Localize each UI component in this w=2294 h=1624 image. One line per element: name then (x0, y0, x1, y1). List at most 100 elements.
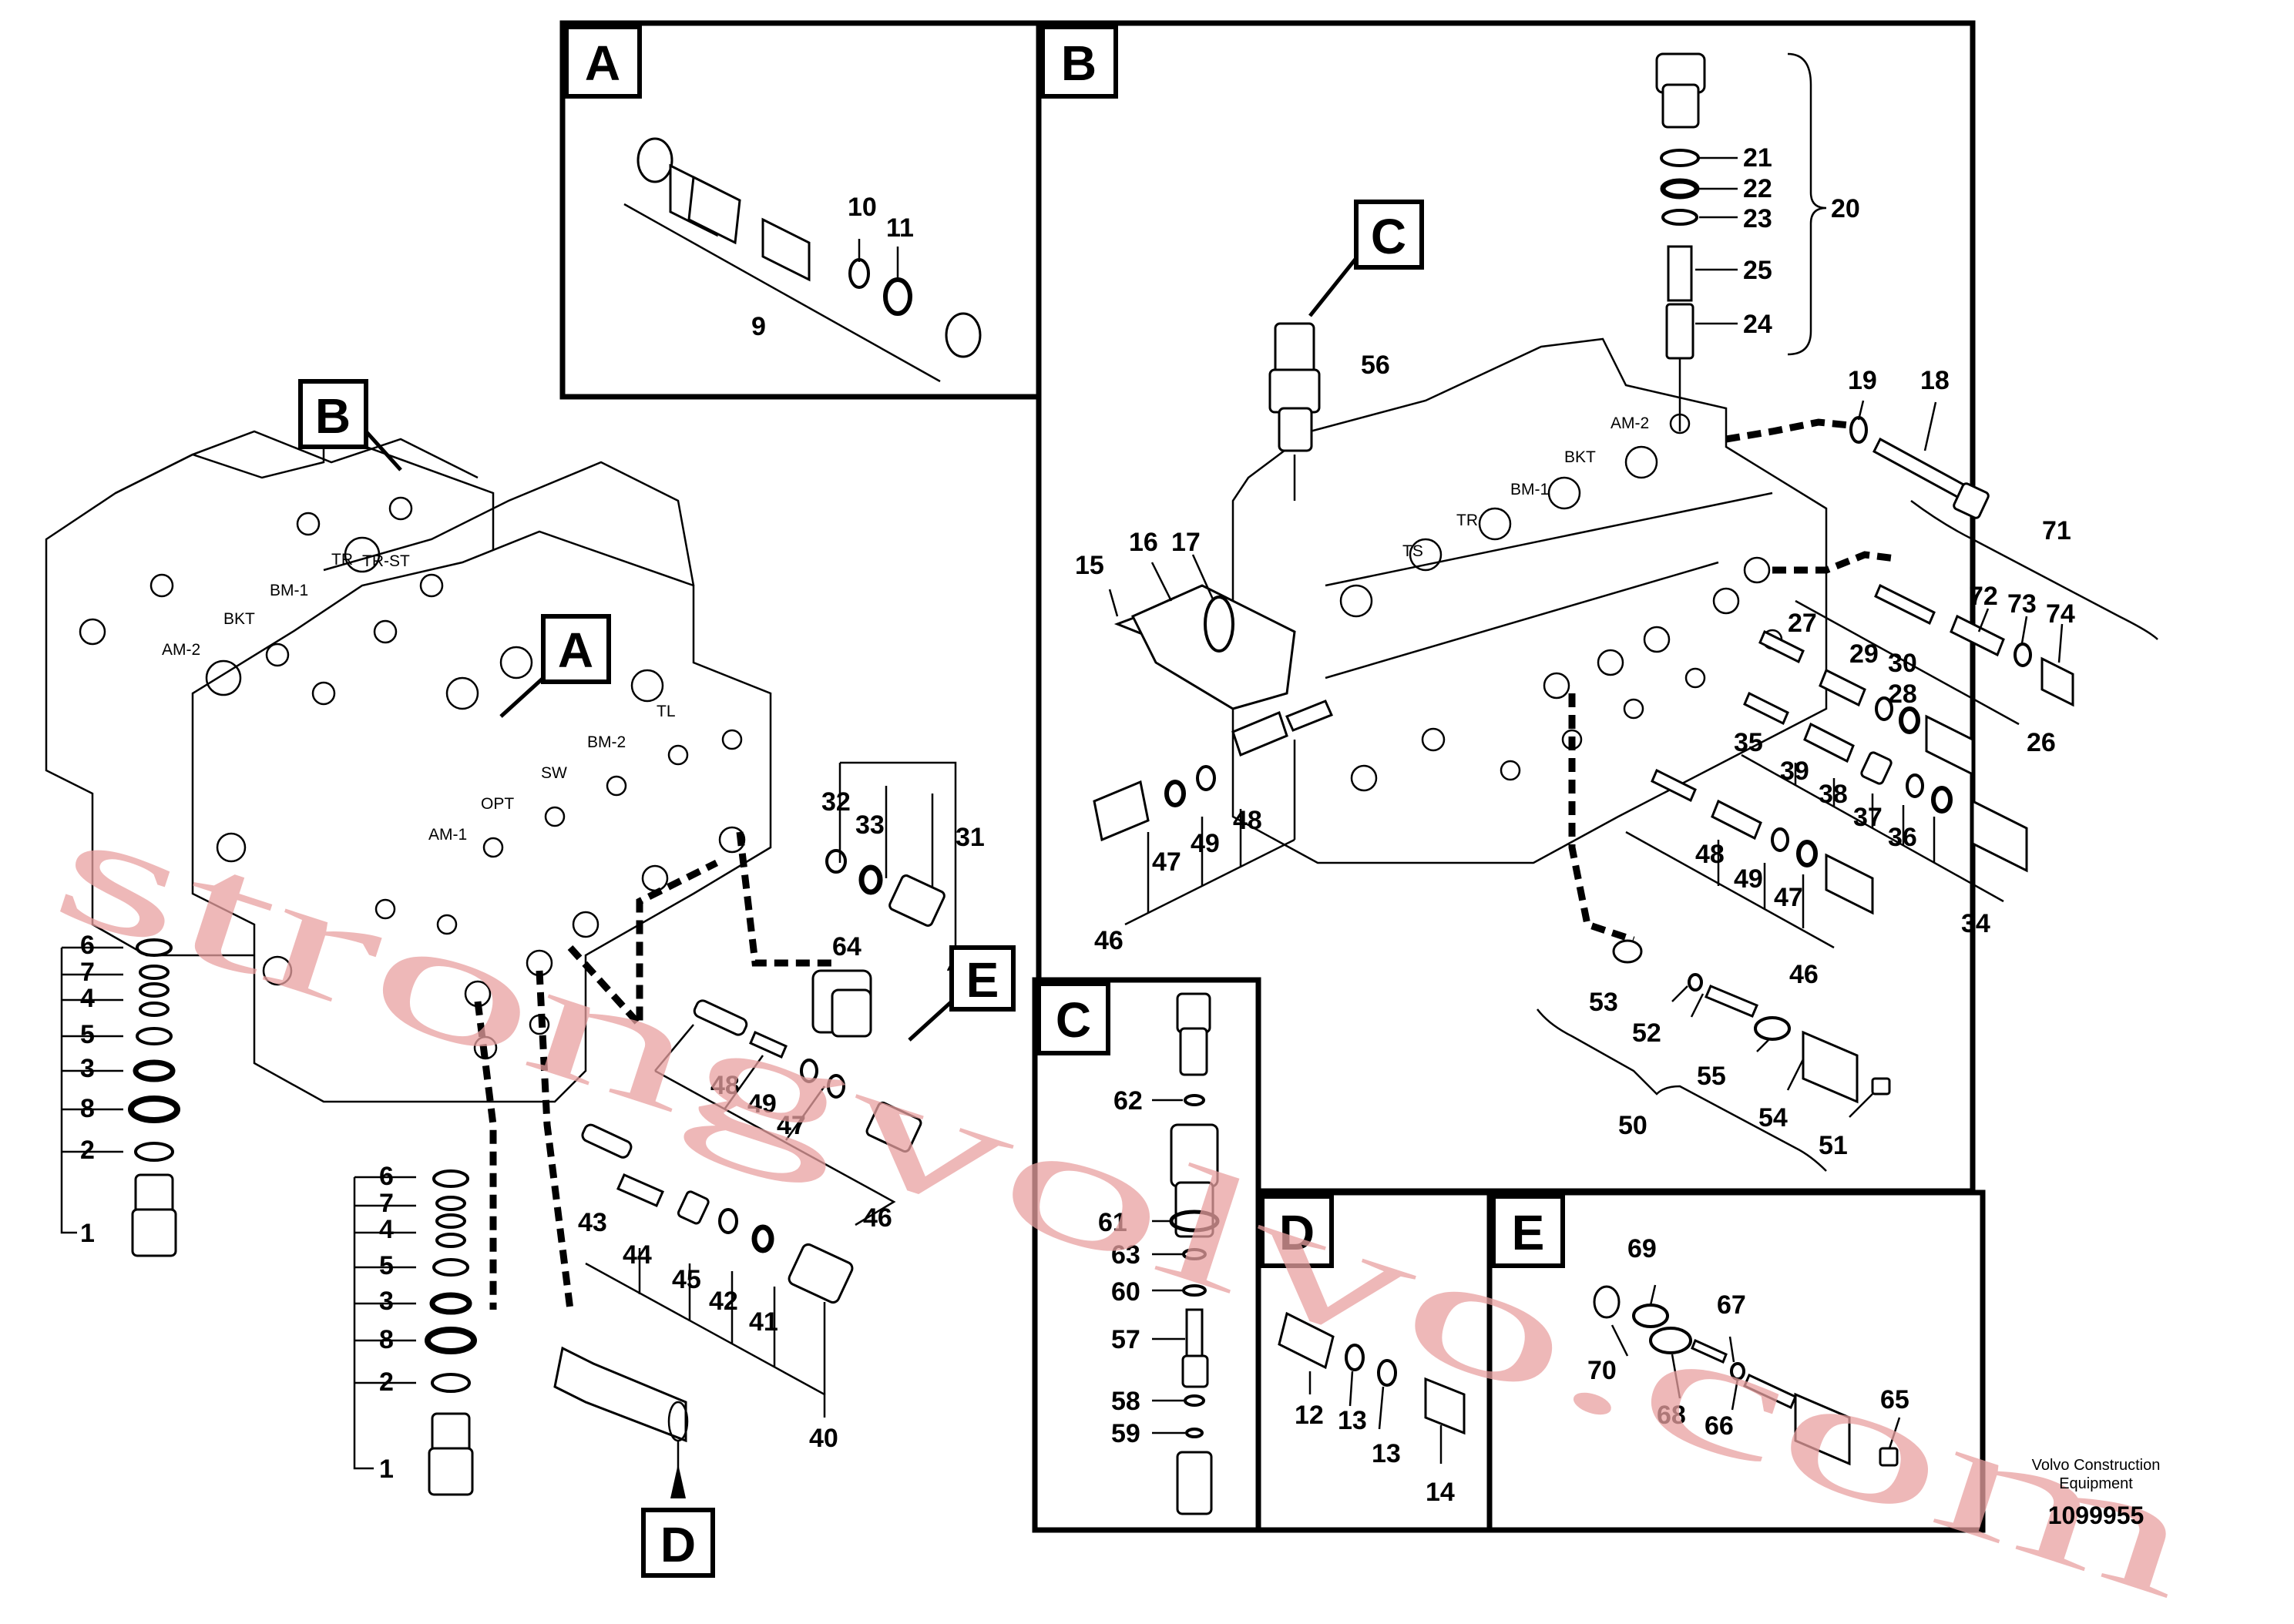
svg-text:A: A (585, 35, 620, 91)
part-48-right: 48 (1695, 840, 1725, 869)
part-47-right: 47 (1774, 883, 1803, 912)
part-27: 27 (1788, 609, 1817, 638)
part-46-right: 46 (1789, 960, 1819, 989)
part-41: 41 (749, 1307, 778, 1337)
part-56: 56 (1361, 351, 1390, 380)
part-40: 40 (809, 1424, 838, 1453)
part-68: 68 (1657, 1401, 1686, 1430)
part-39: 39 (1780, 757, 1809, 786)
label-tl: TL (657, 703, 676, 720)
label-am2-b: AM-2 (1611, 414, 1649, 432)
label-bm2: BM-2 (587, 733, 626, 751)
part-47-left: 47 (777, 1111, 806, 1140)
part-4-upper: 4 (80, 984, 95, 1013)
part-60: 60 (1111, 1277, 1140, 1307)
callout-letters: A B C D E B A C (298, 25, 1565, 1578)
part-19: 19 (1848, 366, 1877, 395)
label-bkt-left: BKT (223, 610, 255, 628)
part-50: 50 (1618, 1111, 1647, 1140)
spool-group-34: 35 39 38 37 36 34 (1734, 691, 2028, 938)
seal-stack-lower: 6 7 4 5 3 8 2 1 (353, 1162, 477, 1496)
part-15: 15 (1075, 551, 1104, 580)
label-bm1-left: BM-1 (270, 582, 308, 599)
part-66: 66 (1705, 1411, 1734, 1441)
part-20: 20 (1831, 194, 1860, 223)
detail-a-content: 10 11 9 (623, 137, 982, 383)
label-am2-left: AM-2 (162, 641, 200, 659)
part-62: 62 (1113, 1086, 1143, 1116)
svg-text:B: B (1061, 35, 1097, 91)
part-6-upper: 6 (80, 931, 95, 960)
main-valve-block: TR-ST TR BM-1 BKT AM-2 TL BM-2 SW OPT AM… (45, 430, 772, 1103)
part-24: 24 (1743, 310, 1772, 339)
part-16: 16 (1129, 528, 1158, 557)
part-74: 74 (2046, 599, 2075, 629)
label-opt: OPT (481, 795, 514, 813)
part-69: 69 (1627, 1234, 1657, 1263)
part-49-right: 49 (1734, 864, 1763, 894)
spool-group-40: 43 44 45 42 41 40 (578, 1123, 854, 1453)
credit-line-1: Volvo Construction (2032, 1457, 2161, 1474)
part-30: 30 (1888, 649, 1917, 678)
spool-group-26: 72 73 74 26 27 29 30 28 (1758, 551, 2075, 777)
callout-a-pointer: A (499, 614, 611, 718)
part-1-lower: 1 (379, 1455, 394, 1484)
callout-b-pointer: B (298, 379, 402, 471)
sensor-56: 56 (1268, 322, 1390, 501)
part-6-lower: 6 (379, 1162, 394, 1191)
part-58: 58 (1111, 1387, 1140, 1416)
part-38: 38 (1819, 780, 1848, 809)
part-43: 43 (578, 1208, 607, 1237)
part-5-lower: 5 (379, 1251, 394, 1280)
part-4-lower: 4 (379, 1215, 394, 1244)
detail-b-content: AM-2 BKT BM-1 TR TS 56 (1075, 52, 2158, 1172)
part-49-left: 49 (747, 1089, 777, 1119)
part-64-assembly: 64 (811, 932, 872, 1038)
part-28: 28 (1888, 679, 1917, 709)
part-22: 22 (1743, 174, 1772, 203)
part-51: 51 (1819, 1131, 1848, 1160)
dashed-leaders-left (474, 831, 832, 1310)
part-10: 10 (848, 193, 877, 222)
part-11: 11 (886, 213, 914, 243)
svg-text:D: D (1279, 1205, 1315, 1260)
svg-text:E: E (1512, 1205, 1545, 1260)
credit-block: Volvo Construction Equipment 1099955 (2032, 1457, 2161, 1529)
part-35: 35 (1734, 728, 1763, 757)
label-sw: SW (541, 764, 567, 782)
part-25: 25 (1743, 256, 1772, 285)
part-59: 59 (1111, 1419, 1140, 1448)
callout-a-detail: A (564, 25, 642, 99)
callout-c-pointer: C (1308, 200, 1424, 317)
part-71: 71 (2042, 516, 2071, 545)
part-31: 31 (956, 823, 985, 852)
part-57: 57 (1111, 1325, 1140, 1354)
spool-group-46-left: 48 49 47 46 (654, 999, 922, 1233)
callout-b-detail: B (1040, 25, 1118, 99)
callout-e-detail: E (1491, 1194, 1565, 1268)
part-29: 29 (1849, 639, 1879, 669)
part-46-b: 46 (1094, 926, 1123, 955)
part-36: 36 (1888, 823, 1917, 852)
part-48-b: 48 (1233, 806, 1262, 835)
part-1-upper: 1 (80, 1219, 95, 1248)
part-55: 55 (1697, 1062, 1726, 1091)
part-8-lower: 8 (379, 1325, 394, 1354)
part-54: 54 (1758, 1103, 1788, 1132)
svg-text:E: E (966, 952, 999, 1008)
label-tr-b: TR (1456, 512, 1478, 529)
part-32: 32 (821, 787, 851, 817)
label-tr-st: TR-ST (362, 552, 410, 570)
part-26: 26 (2027, 728, 2056, 757)
svg-text:C: C (1371, 209, 1406, 264)
part-7-upper: 7 (80, 958, 95, 987)
part-70: 70 (1587, 1356, 1617, 1385)
spool-group-46-right: 48 49 47 46 (1625, 768, 1874, 989)
assembly-50: 53 52 55 54 51 50 (1537, 693, 1891, 1172)
part-64: 64 (832, 932, 862, 961)
detail-e-content: 69 70 67 68 66 65 (1587, 1234, 1909, 1467)
part-34: 34 (1961, 909, 1990, 938)
valve-block-b (1231, 337, 1828, 864)
part-7-lower: 7 (379, 1189, 394, 1218)
